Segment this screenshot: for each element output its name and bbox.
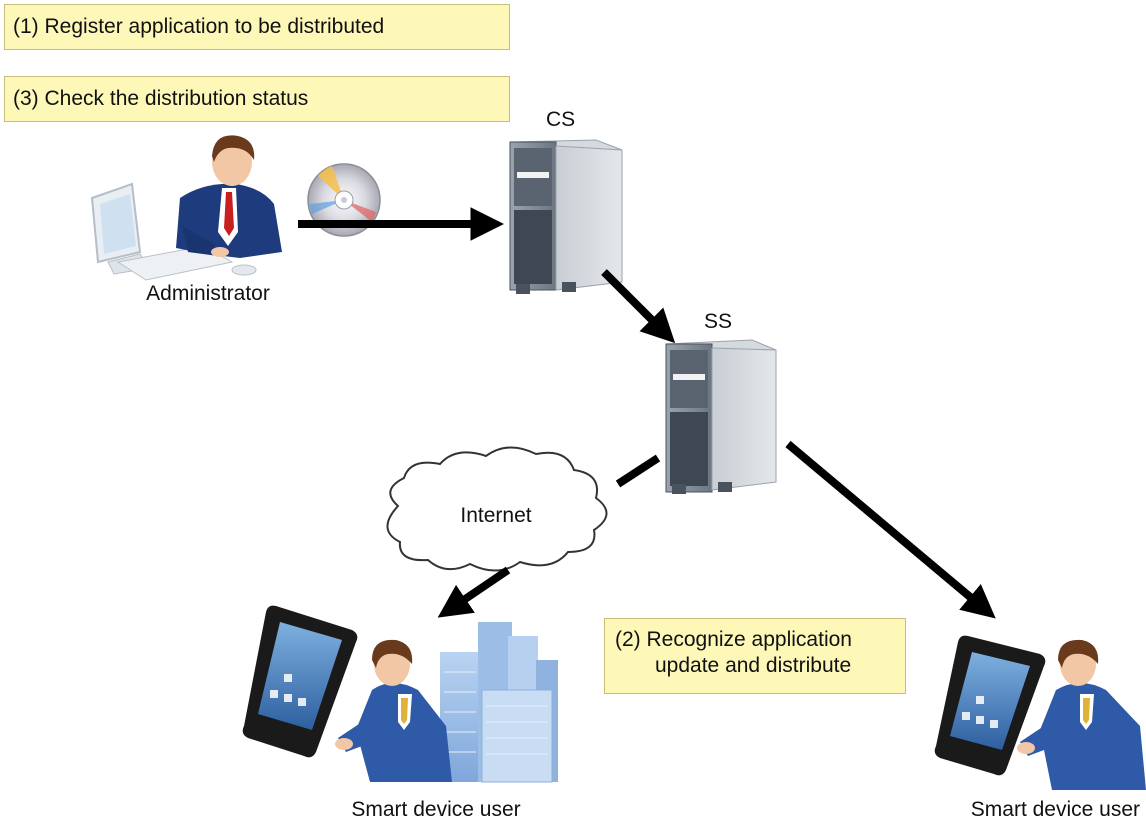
administrator-figure [90, 135, 282, 281]
server-icon [509, 139, 623, 294]
internet-label: Internet [460, 504, 532, 527]
cd-disc-icon [307, 163, 381, 237]
server-icon [665, 339, 777, 494]
step-register-label: (1) Register application to be distribut… [13, 14, 385, 38]
cloud-icon [386, 446, 608, 572]
step-check-note: (3) Check the distribution status [4, 76, 510, 122]
user-right-label: Smart device user [970, 798, 1140, 821]
step-recognize-line1: (2) Recognize application [615, 628, 852, 651]
arrow-ss-to-user-right [785, 440, 996, 619]
smartphone-icon [242, 605, 358, 758]
step-check-label: (3) Check the distribution status [13, 86, 309, 110]
user-figure [335, 639, 452, 782]
office-buildings-icon [440, 622, 558, 783]
administrator-label: Administrator [146, 282, 270, 305]
arrows [298, 207, 996, 619]
user-left-label: Smart device user [351, 798, 521, 821]
smart-device-user-right [934, 635, 1146, 790]
pc-monitor-icon [90, 182, 257, 281]
connector-ss-to-cloud [615, 454, 661, 488]
arrow-cs-to-ss [601, 269, 676, 344]
cs-label: CS [546, 108, 576, 131]
step-recognize-line2: update and distribute [655, 654, 852, 678]
arrow-cloud-to-user-left [437, 566, 511, 618]
smart-device-user-left [242, 605, 558, 783]
step-register-note: (1) Register application to be distribut… [4, 4, 510, 50]
ss-label: SS [704, 310, 733, 333]
step-recognize-note: (2) Recognize application update and dis… [604, 618, 906, 694]
smartphone-icon [934, 635, 1046, 776]
user-figure [1017, 639, 1146, 790]
